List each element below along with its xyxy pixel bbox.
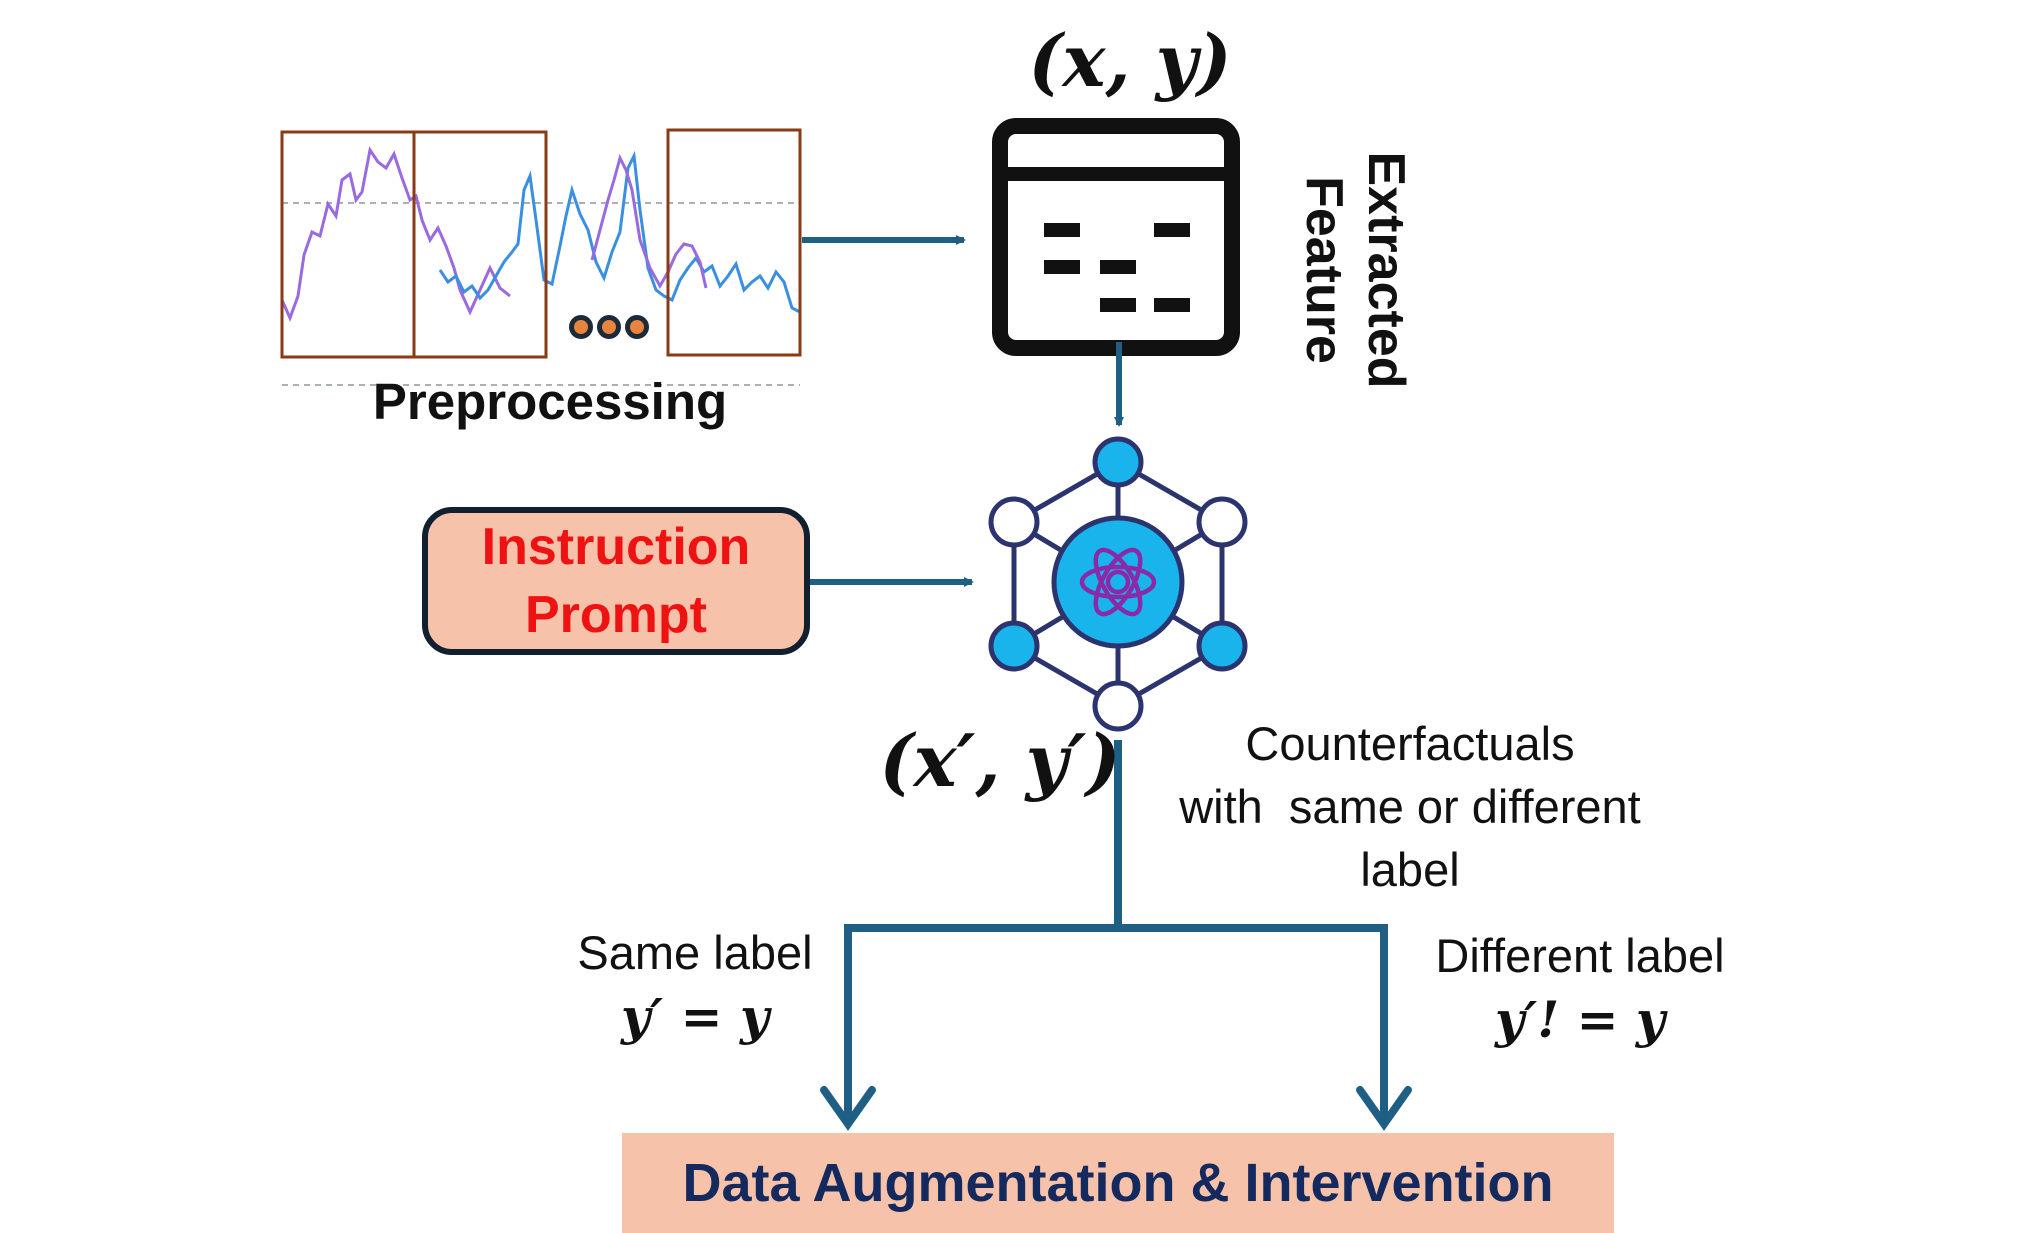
openai-logo-icon [1079, 547, 1157, 617]
instruction-prompt-line2: Prompt [525, 586, 707, 644]
same-label-group: Same label y′ = y [540, 925, 850, 1045]
counterfactuals-line1: Counterfactuals [1245, 717, 1575, 770]
feature-table-icon [992, 118, 1240, 356]
branch-left-arrowhead [820, 1086, 876, 1131]
signal-trace-blue [438, 150, 801, 314]
window-box-1 [280, 130, 416, 359]
signal-plot [280, 146, 801, 386]
same-label-formula: y′ = y [621, 987, 769, 1046]
different-label-group: Different label y′! = y [1390, 928, 1770, 1048]
output-box-label: Data Augmentation & Intervention [682, 1153, 1554, 1213]
ellipsis-dots-icon [569, 315, 649, 339]
counterfactuals-label: Counterfactuals with same or different l… [1130, 712, 1690, 901]
counterfactuals-line2: with same or different [1179, 780, 1641, 833]
same-label-text: Same label [577, 926, 813, 979]
different-label-formula: y′! = y [1495, 990, 1665, 1049]
signal-trace-purple [280, 146, 511, 323]
branch-right-arrowhead [1356, 1086, 1412, 1131]
different-label-text: Different label [1435, 929, 1725, 982]
window-box-2 [412, 130, 548, 359]
counterfactual-pair-label: (x′, y′) [879, 718, 1121, 803]
output-box: Data Augmentation & Intervention [622, 1133, 1614, 1233]
instruction-prompt-line1: Instruction [481, 518, 751, 576]
llm-network-icon [988, 436, 1248, 732]
preprocessing-label: Preprocessing [372, 373, 728, 430]
window-box-3 [666, 128, 802, 357]
extracted-feature-label: Extracted Feature [1295, 151, 1415, 389]
feature-pair-label: (x, y) [1028, 18, 1232, 103]
counterfactuals-line3: label [1360, 843, 1460, 896]
signal-trace-purple-2 [590, 153, 708, 290]
instruction-prompt-box: Instruction Prompt [422, 507, 810, 655]
